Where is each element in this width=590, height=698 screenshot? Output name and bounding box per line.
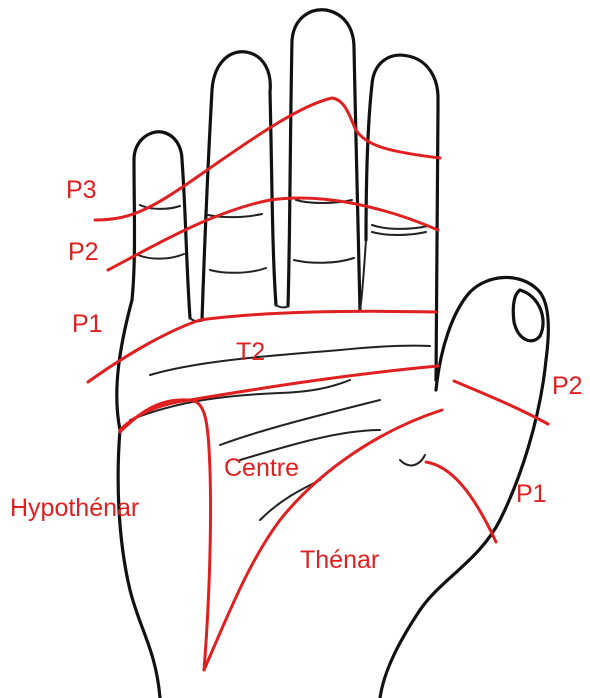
label-t2: T2: [236, 340, 265, 365]
thumb-p1-line: [426, 462, 496, 542]
hypothenar-line: [120, 400, 211, 670]
thumbnail-outline: [513, 290, 543, 341]
t2-lower-line: [120, 366, 438, 430]
label-hypothenar: Hypothénar: [10, 496, 139, 521]
label-thenar: Thénar: [300, 548, 379, 573]
label-finger-p1: P1: [72, 312, 103, 337]
label-finger-p3: P3: [66, 178, 97, 203]
hand-outline: [117, 10, 549, 698]
label-thumb-p2: P2: [552, 374, 583, 399]
zone-lines: [88, 98, 548, 670]
thumb-p2-line: [454, 381, 548, 424]
label-centre: Centre: [224, 456, 299, 481]
little-finger-outline: [117, 132, 190, 430]
thumb-outline: [420, 277, 548, 610]
label-finger-p2: P2: [68, 240, 99, 265]
ring-finger-outline: [202, 52, 276, 320]
finger-gap-lines: [190, 240, 366, 321]
middle-finger-outline: [288, 10, 360, 310]
palm-base-outline: [118, 430, 160, 698]
wrist-right-outline: [380, 610, 420, 698]
label-thumb-p1: P1: [516, 482, 547, 507]
